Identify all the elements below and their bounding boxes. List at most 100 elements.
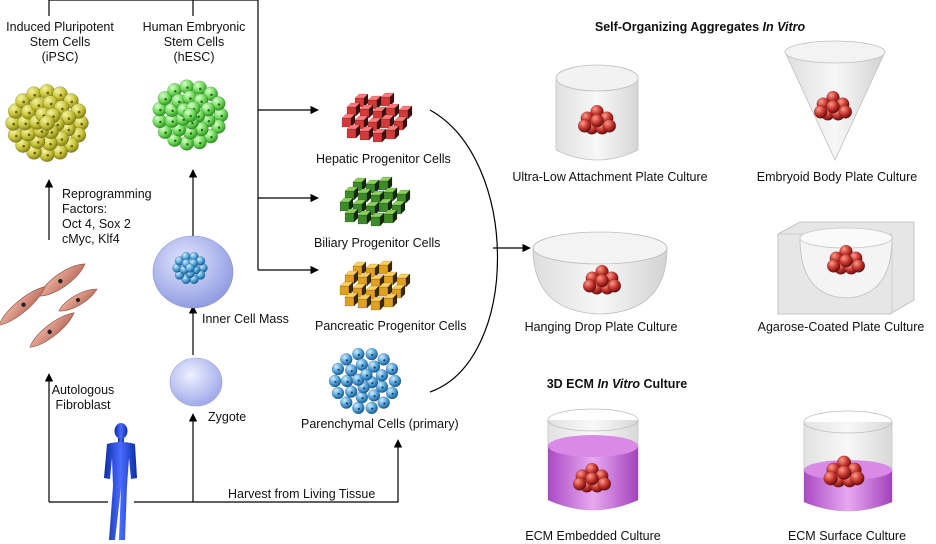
pancreatic-cube-cluster (339, 260, 411, 311)
hepatic-cube-cluster (341, 92, 413, 143)
biliary-cube (392, 209, 398, 224)
ipsc-cell-nucleus (67, 117, 71, 121)
hesc-cell-nucleus (210, 93, 213, 97)
parenchymal-cell-nucleus (346, 380, 349, 383)
parenchymal-cell (340, 353, 353, 366)
biliary-cube (400, 200, 406, 215)
hesc-cell-nucleus (159, 108, 162, 112)
ultra-low-aggregate-cell (577, 119, 592, 133)
parenchymal-cell (360, 368, 373, 381)
ipsc-to-progenitors-line (48, 0, 259, 110)
ipsc-cell-nucleus (22, 100, 26, 104)
ipsc-label: Induced Pluripotent Stem Cells (iPSC) (6, 20, 114, 65)
parenchymal-cell-nucleus (337, 368, 340, 372)
parenchymal-cell (377, 396, 390, 409)
parenchymal-cell (377, 353, 390, 366)
hepatic-cube (341, 117, 352, 128)
parenchymal-cell-nucleus (371, 382, 374, 385)
hesc-cell-nucleus (199, 141, 202, 145)
parenchymal-cell-nucleus (391, 392, 394, 395)
hesc-cell-nucleus (164, 98, 167, 101)
pancreatic-cube (339, 285, 350, 296)
parenchymal-cell-nucleus (381, 386, 384, 389)
pancreatic-cube (378, 264, 389, 275)
parenchymal-cell (352, 347, 365, 361)
hepatic-cube (385, 129, 396, 140)
reprogramming-line-3: Oct 4, Sox 2 (62, 217, 131, 231)
ipsc-cell-nucleus (36, 121, 40, 125)
convergence-bracket (429, 109, 499, 393)
ecm-embedded-vessel (547, 408, 639, 511)
parenchymal-cell-nucleus (383, 359, 386, 362)
parenchymal-cell (365, 347, 378, 361)
reprogramming-line-4: cMyc, Klf4 (62, 232, 120, 246)
hesc-cell-nucleus (186, 86, 189, 89)
reprogramming-factors-label: Reprogramming Factors: Oct 4, Sox 2 cMyc… (62, 187, 152, 247)
embryoid-aggregate-cell (813, 105, 828, 119)
reprogramming-line-2: Factors: (62, 202, 108, 216)
parenchymal-cell-nucleus (337, 392, 340, 395)
parenchymal-cell (388, 374, 402, 388)
ecm-embedded-aggregate-cell (597, 477, 612, 491)
ultra-low-attachment-vessel (555, 64, 639, 161)
hesc-label-line-1: Human Embryonic (142, 20, 246, 34)
pancreatic-cube (400, 284, 406, 299)
hanging-drop-aggregate-cell (595, 273, 609, 288)
harvest-label: Harvest from Living Tissue (228, 487, 376, 501)
human-figure-icon (104, 423, 137, 540)
parenchymal-cell-nucleus (350, 370, 353, 373)
agarose-aggregate-cell (839, 253, 853, 268)
ipsc-cell-nucleus (37, 104, 41, 107)
ipsc-cell-nucleus (46, 91, 50, 95)
ipsc-cell-nucleus (56, 123, 60, 127)
hesc-cell-nucleus (210, 135, 213, 139)
icm-cell (185, 263, 195, 273)
ipsc-cell-nucleus (67, 128, 71, 132)
ipsc-cell-nucleus (24, 122, 28, 126)
hanging-drop-label: Hanging Drop Plate Culture (524, 320, 678, 334)
ipsc-cell-nucleus (27, 133, 31, 137)
hesc-cell-cluster (152, 79, 229, 151)
hanging-drop-aggregate-cell (607, 279, 622, 293)
hesc-cell-nucleus (173, 139, 177, 143)
parenchymal-cell (328, 374, 342, 388)
hanging-drop-aggregate-cell (582, 279, 597, 293)
hepatic-cube (359, 130, 370, 141)
hesc-cell-nucleus (178, 129, 182, 132)
parenchymal-cell-nucleus (345, 402, 348, 405)
hesc-cell-nucleus (173, 90, 177, 93)
ipsc-label-line-3: (iPSC) (41, 50, 79, 64)
biliary-cube (357, 214, 368, 225)
parenchymal-cell (375, 369, 389, 382)
biliary-progenitor-label: Biliary Progenitor Cells (314, 236, 441, 250)
biliary-cube (383, 213, 394, 224)
hepatic-cube (407, 105, 413, 120)
agarose-aggregate-cell (826, 259, 841, 273)
ipsc-cell-nucleus (70, 100, 74, 104)
ipsc-cell-nucleus (12, 122, 16, 126)
hepatic-cube (389, 92, 395, 107)
hesc-cell (211, 119, 226, 134)
parenchymal-cell-nucleus (357, 353, 361, 357)
pancreatic-cube (405, 273, 411, 288)
ipsc-cell-nucleus (49, 102, 53, 106)
ipsc-cell-nucleus (49, 142, 52, 146)
ipsc-cell-nucleus (14, 110, 18, 114)
parenchymal-cell (367, 360, 381, 373)
parenchymal-cell-nucleus (334, 380, 337, 383)
parenchymal-cell (385, 386, 399, 400)
hesc-cell-nucleus (200, 128, 204, 132)
embryoid-aggregate-cell (838, 105, 853, 119)
ecm-embedded-aggregate-cell (572, 477, 587, 491)
ultra-low-aggregate-cell (590, 113, 604, 128)
parenchymal-cells-label: Parenchymal Cells (primary) (301, 417, 459, 431)
connectors (44, 0, 531, 503)
parenchymal-cell (367, 389, 381, 402)
parenchymal-cell-nucleus (361, 364, 364, 367)
parenchymal-cell-nucleus (373, 395, 376, 398)
ipsc-cell-nucleus (52, 115, 55, 119)
hesc-cell-nucleus (186, 143, 189, 146)
hepatic-cube (394, 125, 400, 140)
hepatic-progenitor-label: Hepatic Progenitor Cells (316, 152, 451, 166)
hepatic-cube (402, 116, 408, 131)
